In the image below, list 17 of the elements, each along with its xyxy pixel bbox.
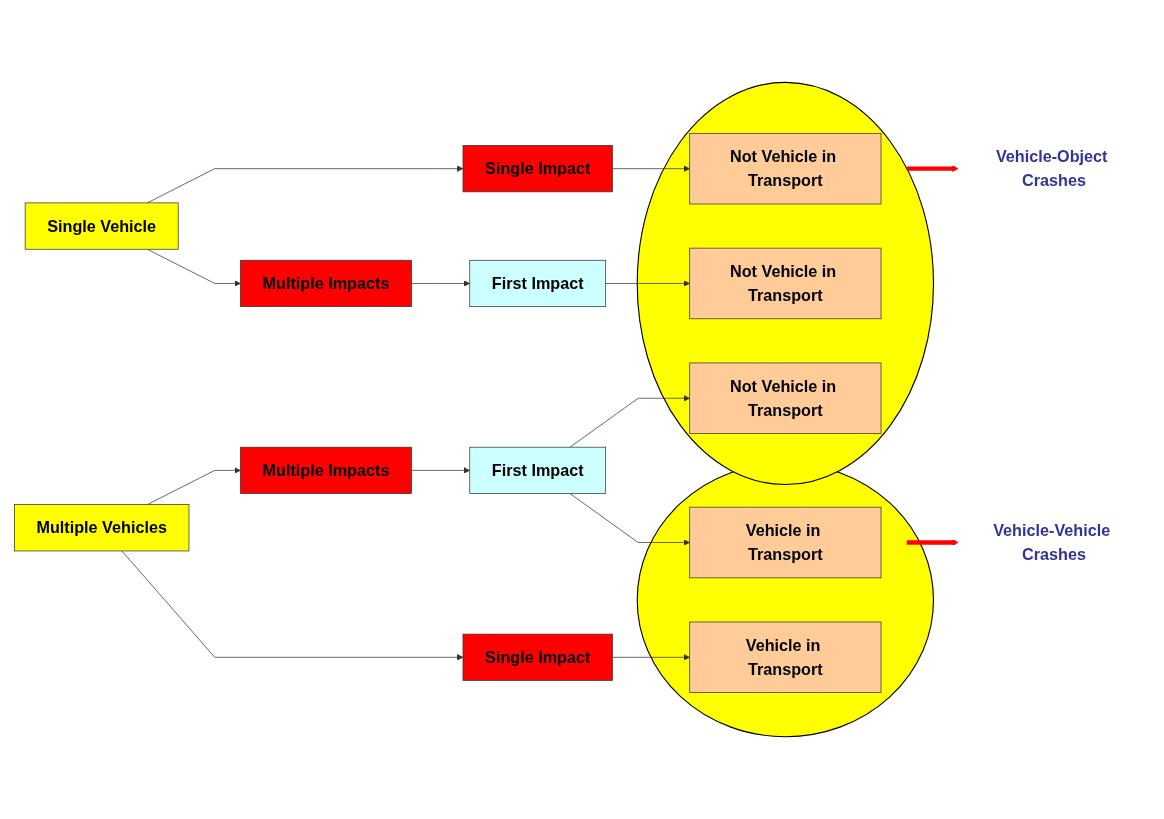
node-text: Vehicle-Object Crashes: [995, 147, 1108, 190]
node-box: First Impact: [469, 446, 607, 494]
node-box: First Impact: [469, 259, 607, 307]
arrow: [906, 165, 959, 172]
node-box: Not Vehicle in Transport: [689, 132, 882, 205]
node-box: Vehicle in Transport: [689, 506, 882, 579]
node-box: Not Vehicle in Transport: [689, 247, 882, 320]
node-box: Vehicle in Transport: [689, 621, 882, 693]
node-box: Single Impact: [462, 145, 613, 193]
node-box: Not Vehicle in Transport: [689, 362, 882, 434]
node-text: Vehicle-Vehicle Crashes: [993, 521, 1111, 564]
node-box: Multiple Impacts: [240, 259, 412, 307]
node-box: Single Vehicle: [24, 202, 179, 250]
node-box: Multiple Impacts: [240, 446, 412, 494]
arrow: [906, 539, 959, 546]
node-box: Multiple Vehicles: [14, 504, 190, 552]
node-box: Single Impact: [462, 633, 613, 681]
